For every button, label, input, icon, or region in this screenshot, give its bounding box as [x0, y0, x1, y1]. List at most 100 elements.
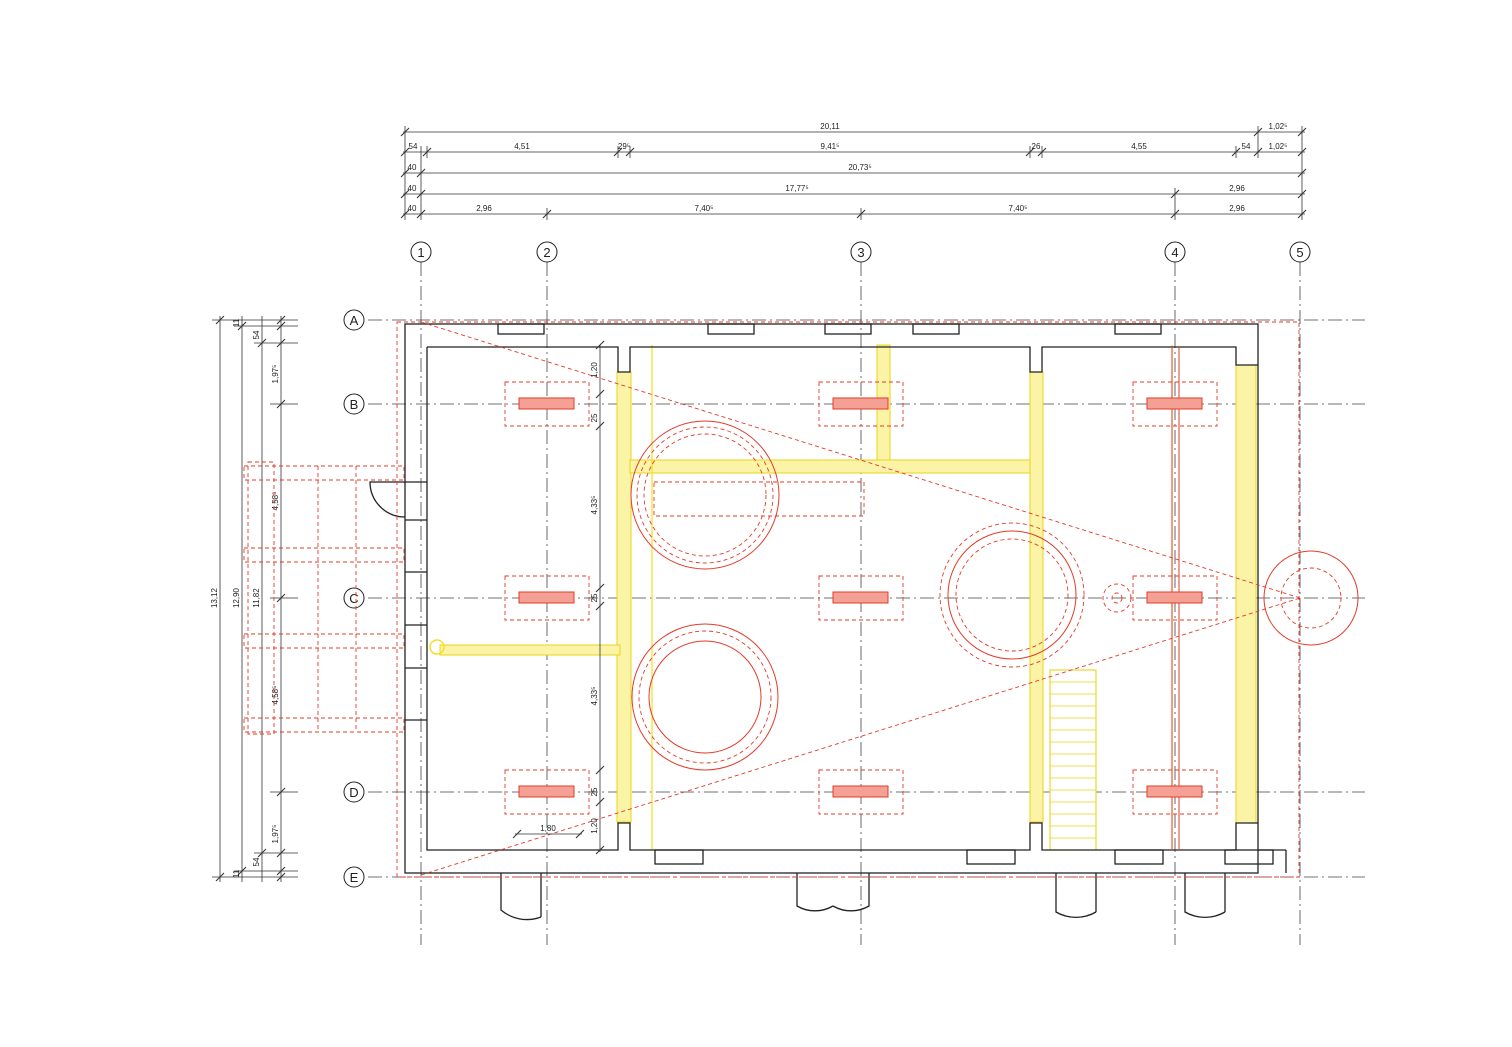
new-work-yellow — [429, 344, 1257, 851]
footing-C3 — [818, 575, 904, 621]
footing-B4 — [1132, 381, 1218, 427]
left-canopy — [243, 461, 405, 735]
row-axis-bubbles: A B C D E — [343, 309, 365, 888]
axis-bubble-4 — [1164, 241, 1186, 263]
axis-label-4: 4 — [1171, 245, 1178, 260]
axis-bubble-C — [343, 587, 365, 609]
axis-label-B: B — [350, 397, 359, 412]
axis-bubble-5 — [1289, 241, 1311, 263]
yellow-stair — [1049, 669, 1097, 851]
axis-bubble-1 — [410, 241, 432, 263]
dim-inner-25-2: 25 — [590, 593, 599, 602]
dim-left-458-bottom: 4,58⁵ — [271, 686, 280, 705]
dim-r4-b: 17,77⁵ — [785, 184, 808, 193]
yellow-pipe-lower — [439, 644, 621, 656]
tank-2-inner — [638, 630, 772, 764]
footing-C3-core — [832, 591, 889, 604]
window-top-3 — [824, 323, 872, 335]
window-bottom-1 — [654, 849, 704, 865]
small-circle-core — [1111, 592, 1123, 604]
canopy-post-left — [247, 461, 275, 735]
dim-left-54-top: 54 — [252, 330, 261, 339]
window-bottom-4 — [1224, 849, 1274, 865]
yellow-wall-left — [616, 371, 632, 823]
dim-left-458-top: 4,58⁵ — [271, 492, 280, 511]
footing-C2-core — [518, 591, 575, 604]
dim-r3-a: 40 — [408, 163, 417, 172]
top-dimension-chains: 20,11 1,02⁵ 54 4,51 29⁵ 9,41⁵ 26 4,55 54… — [400, 122, 1307, 220]
door-bottom-3 — [1055, 873, 1097, 919]
tank-2 — [631, 623, 779, 771]
yellow-drain-icon — [429, 639, 445, 655]
axis-label-D: D — [349, 785, 358, 800]
footing-D4-core — [1146, 785, 1203, 798]
axis-label-E: E — [350, 870, 359, 885]
footing-C4 — [1132, 575, 1218, 621]
axis-bubble-2 — [536, 241, 558, 263]
axis-bubble-3 — [850, 241, 872, 263]
yellow-wall-right — [1235, 364, 1257, 824]
dim-r4-c: 2,96 — [1229, 184, 1245, 193]
dim-top-right: 1,02⁵ — [1269, 122, 1288, 131]
footing-B3-core — [832, 397, 889, 410]
axis-bubble-D — [343, 781, 365, 803]
door-bottom-1 — [500, 873, 542, 921]
dim-r2-g: 54 — [1242, 142, 1251, 151]
dim-top-total: 20,11 — [820, 122, 840, 131]
window-top-2 — [707, 323, 755, 335]
window-top-4 — [912, 323, 960, 335]
building-walls — [404, 323, 1287, 874]
window-top-5 — [1114, 323, 1162, 335]
tank-3-inner2 — [955, 538, 1069, 652]
door-bottom-2a — [796, 873, 834, 912]
dim-left-197-bottom: 1,97⁵ — [271, 825, 280, 844]
canopy-beam-3 — [243, 633, 405, 649]
canopy-beam-4 — [243, 717, 405, 733]
dim-r5-a: 40 — [408, 204, 417, 213]
dim-inner-120-bottom: 1,20 — [590, 818, 599, 834]
door-bottom-2b — [832, 873, 870, 912]
dim-r2-c: 29⁵ — [618, 142, 630, 151]
inner-dimensions: 1,20 25 4,33⁵ 25 4,33⁵ 25 1,20 1,80 — [512, 340, 605, 855]
canopy-beam-1 — [243, 465, 405, 481]
footing-D2 — [504, 769, 590, 815]
tank-2-inner2 — [648, 640, 762, 754]
footing-C2 — [504, 575, 590, 621]
dim-r5-e: 2,96 — [1229, 204, 1245, 213]
footing-D3-core — [832, 785, 889, 798]
axis-label-1: 1 — [417, 245, 424, 260]
window-bottom-3 — [1114, 849, 1164, 865]
window-top-1 — [497, 323, 545, 335]
dim-r2-d: 9,41⁵ — [821, 142, 840, 151]
dim-left-54-bottom: 54 — [252, 857, 261, 866]
dim-r2-h: 1,02⁵ — [1269, 142, 1288, 151]
axis-label-2: 2 — [543, 245, 550, 260]
axis-label-5: 5 — [1296, 245, 1303, 260]
dim-r5-c: 7,40⁵ — [695, 204, 714, 213]
dim-inner-25-3: 25 — [590, 787, 599, 796]
axis-label-A: A — [350, 313, 359, 328]
dim-r5-b: 2,96 — [476, 204, 492, 213]
dim-left-13-12: 13,12 — [210, 587, 219, 608]
dim-left-11-bottom: 11 — [232, 869, 241, 878]
dim-r2-a: 54 — [409, 142, 418, 151]
canopy-beam-2 — [243, 547, 405, 563]
axis-bubble-A — [343, 309, 365, 331]
dim-inner-120-top: 1,20 — [590, 362, 599, 378]
doors — [369, 481, 1226, 921]
dim-inner-180: 1,80 — [540, 824, 556, 833]
footing-D2-core — [518, 785, 575, 798]
axis-bubble-B — [343, 393, 365, 415]
tank-1 — [630, 420, 780, 570]
tank-3 — [939, 522, 1085, 668]
yellow-wall-mid — [1029, 371, 1044, 823]
demolition-red — [243, 321, 1359, 878]
door-bottom-4 — [1184, 873, 1226, 919]
dim-inner-25-1: 25 — [590, 413, 599, 422]
footing-B3 — [818, 381, 904, 427]
dim-r2-f: 4,55 — [1131, 142, 1147, 151]
axis-label-3: 3 — [857, 245, 864, 260]
footing-B4-core — [1146, 397, 1203, 410]
column-axis-bubbles: 1 2 3 4 5 — [410, 241, 1311, 263]
footing-B2 — [504, 381, 590, 427]
